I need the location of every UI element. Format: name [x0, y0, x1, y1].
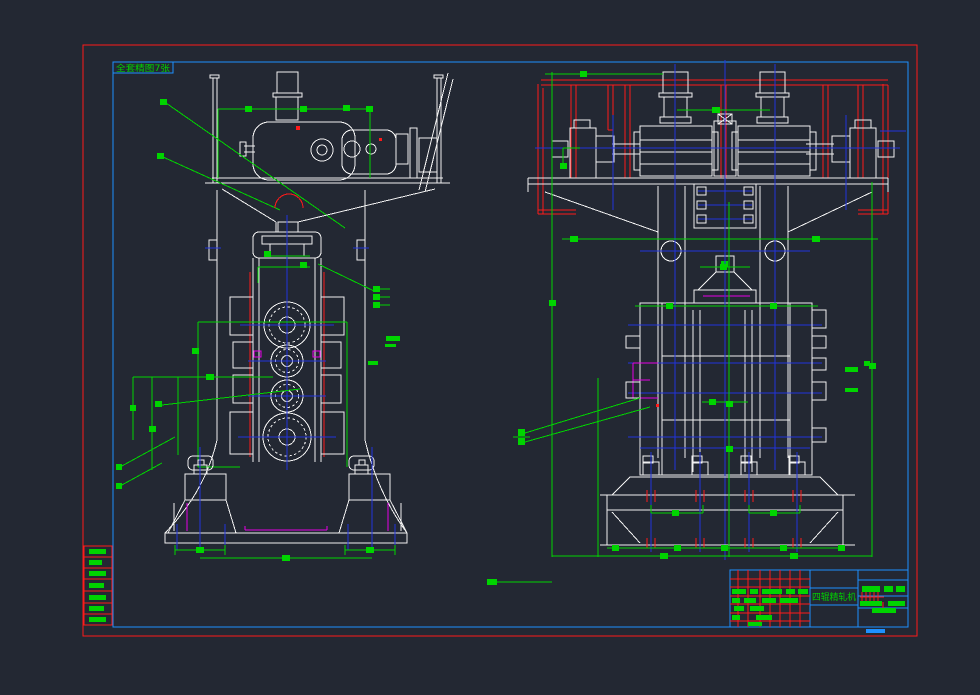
title-block-left-grid — [730, 570, 810, 627]
title-block-title-cell: 四辊精轧机 — [810, 587, 858, 606]
red-arc — [274, 193, 304, 209]
outer-red-frame — [82, 44, 918, 637]
corner-label-box — [112, 61, 174, 74]
side-base — [600, 452, 855, 552]
base-and-feet — [164, 447, 408, 561]
corner-label-text: 全套精图7张 — [116, 63, 171, 74]
drawing-title-text: 四辊精轧机 — [812, 591, 856, 603]
title-block-right-grid — [858, 579, 908, 613]
platform — [205, 72, 454, 193]
gear-reducer — [239, 121, 438, 181]
title-block: 四辊精轧机 — [729, 569, 909, 628]
drawing-frame: 全套精图7张 — [82, 44, 918, 637]
cap-annotations — [257, 251, 400, 365]
platform-dimensions — [157, 99, 373, 229]
front-view — [116, 71, 454, 561]
margin-revision-strip — [83, 545, 113, 626]
side-view — [487, 60, 906, 585]
side-view-dimensions — [487, 71, 878, 585]
title-block-border — [729, 569, 909, 628]
inner-blue-frame — [112, 61, 909, 628]
side-centerlines — [535, 60, 906, 560]
blue-filled-bar — [866, 629, 885, 633]
roll-stack — [238, 215, 336, 470]
railing — [537, 79, 889, 215]
front-view-dimensions — [116, 321, 348, 489]
